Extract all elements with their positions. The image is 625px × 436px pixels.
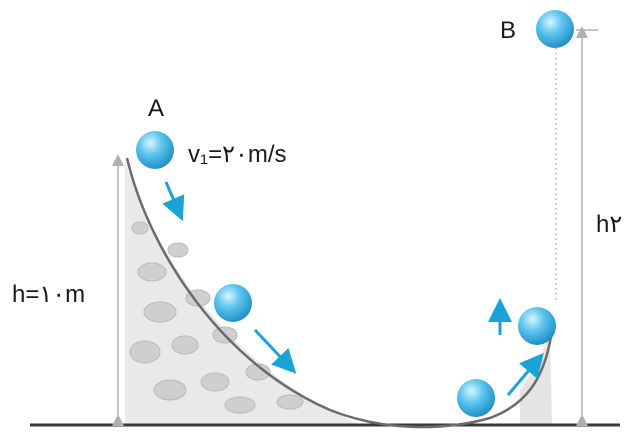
label-height-2: h۲	[596, 211, 622, 238]
label-velocity: v₁=۲۰m/s	[188, 141, 287, 168]
ball-at-a	[136, 131, 174, 169]
rock-fill	[125, 160, 552, 425]
ball-rising	[518, 307, 556, 345]
height-guide-right	[576, 26, 598, 426]
arrow-at-a	[162, 181, 185, 222]
label-point-b: B	[500, 17, 516, 44]
label-height: h=۱۰m	[12, 281, 85, 308]
label-point-a: A	[148, 95, 164, 122]
arrow-at-bottom	[506, 352, 544, 396]
arrow-on-slope	[253, 328, 297, 374]
ball-at-bottom	[457, 379, 495, 417]
ball-at-b	[536, 10, 574, 48]
ball-on-slope	[214, 284, 252, 322]
track-curve	[125, 157, 554, 429]
